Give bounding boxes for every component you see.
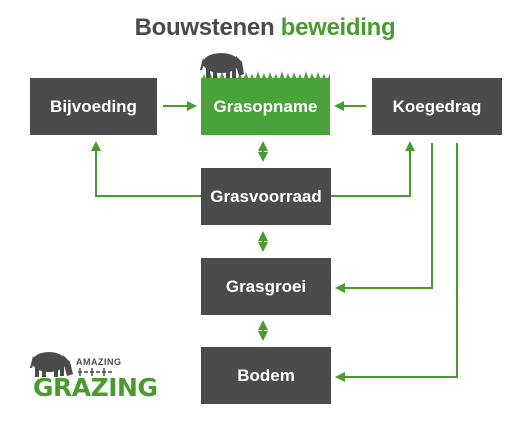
box-grasvoorraad-label: Grasvoorraad: [210, 186, 322, 206]
logo-cow-icon: [30, 352, 73, 377]
box-grasopname: Grasopname: [201, 78, 330, 135]
box-grasopname-label: Grasopname: [213, 96, 318, 116]
logo-grazing-text: GRAZING: [33, 373, 158, 402]
box-bodem-label: Bodem: [237, 365, 295, 385]
title-part-1: Bouwstenen: [134, 14, 275, 41]
diagram-title: Bouwstenen beweiding: [0, 14, 530, 42]
box-grasgroei-label: Grasgroei: [225, 276, 307, 296]
arrow-grasvoorraad-bijvoeding: [91, 141, 201, 197]
cow-icon: [200, 53, 244, 79]
box-bijvoeding: Bijvoeding: [30, 78, 157, 135]
arrow-grasvoorraad-koegedrag: [331, 141, 415, 197]
box-grasvoorraad: Grasvoorraad: [201, 168, 331, 225]
logo-amazing-text: AMAZING: [76, 357, 122, 367]
arrow-koegedrag-bodem: [335, 143, 458, 382]
title-part-2: beweiding: [280, 14, 396, 41]
box-koegedrag: Koegedrag: [372, 78, 502, 135]
box-bijvoeding-label: Bijvoeding: [50, 96, 137, 116]
box-grasgroei: Grasgroei: [201, 258, 331, 315]
box-koegedrag-label: Koegedrag: [392, 96, 482, 116]
box-bodem: Bodem: [201, 347, 331, 404]
arrow-koegedrag-grasgroei: [335, 143, 433, 293]
logo-fence: [78, 368, 114, 376]
